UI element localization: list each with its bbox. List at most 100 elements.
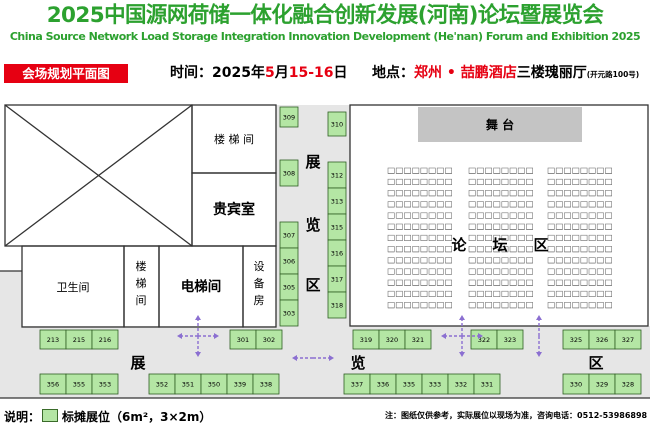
seat bbox=[555, 290, 563, 298]
booth-322[interactable]: 322 bbox=[470, 329, 498, 350]
booth-305[interactable]: 305 bbox=[279, 273, 299, 301]
booth-number: 323 bbox=[504, 336, 516, 344]
booth-331[interactable]: 331 bbox=[473, 373, 501, 395]
booth-box[interactable] bbox=[614, 373, 642, 395]
seat bbox=[596, 190, 604, 197]
booth-335[interactable]: 335 bbox=[395, 373, 423, 395]
seat bbox=[485, 201, 492, 208]
booth-351[interactable]: 351 bbox=[174, 373, 202, 395]
booth-302[interactable]: 302 bbox=[255, 329, 283, 350]
booth-number: 320 bbox=[386, 336, 398, 344]
seat bbox=[501, 201, 509, 208]
booth-330[interactable]: 330 bbox=[562, 373, 590, 395]
seat bbox=[436, 190, 444, 197]
seat bbox=[501, 212, 509, 219]
seat bbox=[517, 167, 525, 174]
booth-number: 326 bbox=[596, 336, 608, 344]
booth-320[interactable]: 320 bbox=[378, 329, 406, 350]
seat bbox=[485, 246, 492, 253]
booth-325[interactable]: 325 bbox=[562, 329, 590, 350]
forum-hall-box bbox=[349, 104, 649, 327]
booth-326[interactable]: 326 bbox=[588, 329, 616, 350]
booth-box[interactable] bbox=[279, 106, 299, 128]
booth-box[interactable] bbox=[614, 329, 642, 350]
booth-box[interactable] bbox=[255, 329, 283, 350]
booth-356[interactable]: 356 bbox=[39, 373, 67, 395]
booth-350[interactable]: 350 bbox=[200, 373, 228, 395]
legend-label: 说明： bbox=[4, 410, 41, 424]
booth-309[interactable]: 309 bbox=[279, 106, 299, 128]
seat bbox=[555, 223, 563, 230]
booth-number: 302 bbox=[263, 336, 275, 344]
booth-352[interactable]: 352 bbox=[148, 373, 176, 395]
booth-333[interactable]: 333 bbox=[421, 373, 449, 395]
booth-box[interactable] bbox=[327, 111, 347, 137]
booth-box[interactable] bbox=[279, 159, 299, 187]
seat bbox=[412, 257, 420, 264]
booth-box[interactable] bbox=[91, 373, 119, 395]
seat bbox=[436, 290, 444, 298]
booth-323[interactable]: 323 bbox=[496, 329, 524, 350]
booth-307[interactable]: 307 bbox=[279, 221, 299, 249]
booth-308[interactable]: 308 bbox=[279, 159, 299, 187]
booth-338[interactable]: 338 bbox=[252, 373, 280, 395]
seat bbox=[468, 257, 476, 264]
booth-box[interactable] bbox=[279, 299, 299, 327]
seat bbox=[580, 223, 588, 230]
booth-number: 337 bbox=[351, 380, 363, 388]
seating-area bbox=[387, 167, 613, 309]
seat bbox=[420, 279, 428, 286]
booth-337[interactable]: 337 bbox=[343, 373, 371, 395]
booth-355[interactable]: 355 bbox=[65, 373, 93, 395]
booth-box[interactable] bbox=[327, 291, 347, 319]
booth-301[interactable]: 301 bbox=[229, 329, 257, 350]
booth-339[interactable]: 339 bbox=[226, 373, 254, 395]
booth-box[interactable] bbox=[496, 329, 524, 350]
exhibit-zone-lan: 览 bbox=[305, 216, 320, 234]
bottom-zone-qu: 区 bbox=[588, 354, 603, 372]
booth-213[interactable]: 213 bbox=[39, 329, 67, 350]
seat bbox=[436, 201, 444, 208]
seat bbox=[476, 279, 484, 286]
booth-box[interactable] bbox=[252, 373, 280, 395]
seat bbox=[445, 178, 452, 185]
seat bbox=[572, 246, 580, 253]
booth-329[interactable]: 329 bbox=[588, 373, 616, 395]
seat bbox=[493, 190, 501, 197]
booth-310[interactable]: 310 bbox=[327, 111, 347, 137]
booth-303[interactable]: 303 bbox=[279, 299, 299, 327]
room-labels: 楼 梯 间 贵宾室 卫生间 电梯间 舞 台 bbox=[57, 117, 515, 295]
booth-216[interactable]: 216 bbox=[91, 329, 119, 350]
booth-353[interactable]: 353 bbox=[91, 373, 119, 395]
booth-box[interactable] bbox=[473, 373, 501, 395]
booth-318[interactable]: 318 bbox=[327, 291, 347, 319]
booth-number: 338 bbox=[260, 380, 272, 388]
seat bbox=[485, 212, 492, 219]
booth-315[interactable]: 315 bbox=[327, 213, 347, 241]
time-label: 时间： bbox=[170, 65, 212, 81]
seat bbox=[476, 257, 484, 264]
booth-number: 321 bbox=[412, 336, 424, 344]
booth-321[interactable]: 321 bbox=[404, 329, 432, 350]
seat bbox=[517, 234, 525, 241]
booth-317[interactable]: 317 bbox=[327, 265, 347, 293]
booth-332[interactable]: 332 bbox=[447, 373, 475, 395]
booth-327[interactable]: 327 bbox=[614, 329, 642, 350]
booth-number: 306 bbox=[283, 257, 295, 265]
booth-312[interactable]: 312 bbox=[327, 161, 347, 189]
booth-336[interactable]: 336 bbox=[369, 373, 397, 395]
seat bbox=[547, 257, 555, 264]
booth-306[interactable]: 306 bbox=[279, 247, 299, 275]
stairs-top-label: 楼 梯 间 bbox=[214, 132, 254, 146]
booth-328[interactable]: 328 bbox=[614, 373, 642, 395]
booth-215[interactable]: 215 bbox=[65, 329, 93, 350]
booth-box[interactable] bbox=[404, 329, 432, 350]
booth-box[interactable] bbox=[91, 329, 119, 350]
seat bbox=[580, 201, 588, 208]
booth-313[interactable]: 313 bbox=[327, 187, 347, 215]
booth-319[interactable]: 319 bbox=[352, 329, 380, 350]
booth-316[interactable]: 316 bbox=[327, 239, 347, 267]
seat bbox=[493, 257, 501, 264]
seat bbox=[588, 190, 596, 197]
